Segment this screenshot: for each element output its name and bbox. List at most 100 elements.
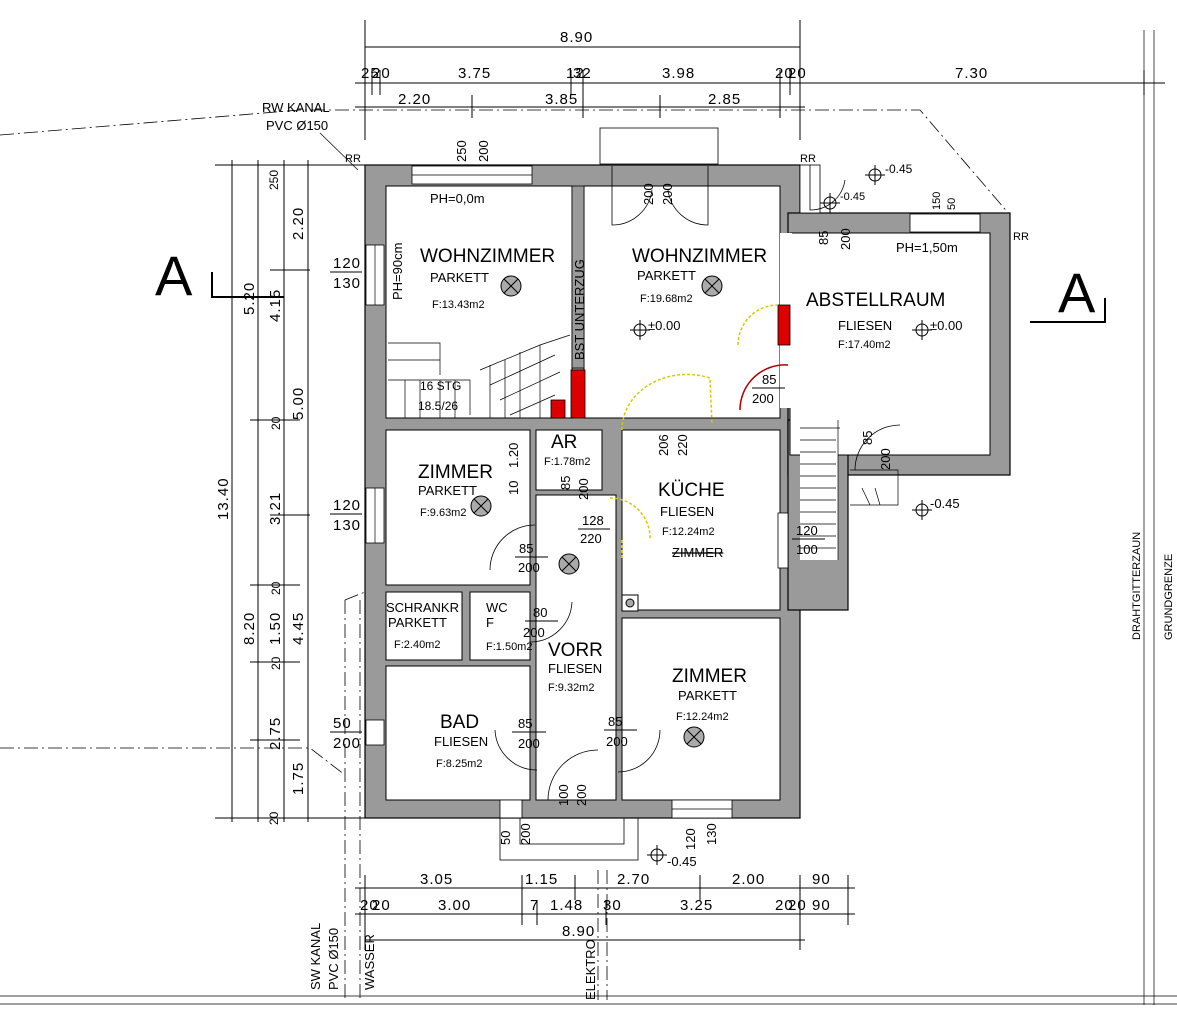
dim-top-220: 2.20	[398, 91, 431, 108]
dim-left-445: 4.45	[290, 612, 307, 645]
door-label-z1-h: 200	[518, 560, 540, 575]
door-label-ost-w: 85	[860, 431, 875, 445]
dim-top-25: 25	[361, 65, 380, 82]
entry-bot: 200	[518, 823, 533, 845]
dim-left-total: 13.40	[215, 477, 232, 520]
bottom-dimensions: 3.05 1.15 2.70 2.00 90 20 20 3.00 7 1.48…	[355, 871, 855, 950]
entry-top: 50	[498, 831, 513, 845]
room-floor-zimmer-se: PARKETT	[678, 688, 737, 703]
room-name-abstellraum: ABSTELLRAUM	[806, 290, 945, 311]
section-markers: A A	[155, 244, 1106, 324]
light-fixtures	[470, 275, 723, 748]
light-fixture-icon	[701, 275, 723, 297]
dim-bot-148: 1.48	[550, 897, 583, 914]
room-area-zimmer-se: F:12.24m2	[676, 711, 729, 723]
dim-left-20a: 20	[269, 416, 283, 430]
door-label-kueche-h: 220	[580, 531, 602, 546]
win-abst2-bot: 50	[946, 198, 958, 210]
dim-bot-325: 3.25	[680, 897, 713, 914]
dim-top-730: 7.30	[955, 65, 988, 82]
dim-left-415: 4.15	[267, 289, 284, 322]
rw-pvc-label: PVC Ø150	[266, 118, 328, 133]
section-label-right: A	[1058, 261, 1096, 324]
room-area-kueche: F:12.24m2	[662, 526, 715, 538]
door-label-wc-w: 80	[533, 605, 547, 620]
room-area-bad: F:8.25m2	[436, 758, 482, 770]
room-name-wc: WC	[486, 600, 508, 615]
door-top-w: 200	[641, 183, 656, 205]
left-dimensions: 13.40 5.20 8.20 2.20 4.15 5.00 3.21 1.50…	[215, 160, 365, 825]
light-fixture-icon	[500, 275, 522, 297]
dim-top-285: 2.85	[708, 91, 741, 108]
door-label-abst-w: 85	[762, 372, 776, 387]
room-area-schrankraum: F:2.40m2	[394, 639, 440, 651]
room-name-zimmer-se: ZIMMER	[672, 666, 747, 687]
dim-top-12: 12	[566, 65, 585, 82]
door-label-z2-h: 200	[606, 734, 628, 749]
windows	[365, 127, 981, 819]
win-left-3-top: 50	[333, 715, 352, 732]
win-left-2-bottom: 130	[333, 517, 361, 534]
doors	[489, 165, 901, 861]
dim-bot-total: 8.90	[562, 923, 595, 940]
room-floor-wohnzimmer-w: PARKETT	[430, 270, 489, 285]
level-ne2: -0.45	[840, 191, 865, 203]
dim-top-385: 3.85	[545, 91, 578, 108]
rw-kanal-label: RW KANAL	[262, 100, 330, 115]
dim-left-500: 5.00	[290, 387, 307, 420]
room-floor-vorraum: FLIESEN	[548, 661, 602, 676]
room-floor-abstellraum: FLIESEN	[838, 318, 892, 333]
room-area-wohnzimmer-w: F:13.43m2	[432, 299, 485, 311]
ph0-label: PH=0,0m	[430, 191, 485, 206]
door-label-wohn-w: 206	[656, 434, 671, 456]
win-left-1-bottom: 130	[333, 275, 361, 292]
dim-total-top: 8.90	[560, 29, 593, 46]
sw-pvc-label: PVC Ø150	[326, 928, 341, 990]
dim-left-20c: 20	[269, 656, 283, 670]
ph90-label: PH=90cm	[390, 243, 405, 300]
drahtgitterzaun-label: DRAHTGITTERZAUN	[1131, 532, 1143, 640]
top-dimensions: 8.90 25 20 3.75 12 32 3.98 20 20 7.30 2.…	[355, 20, 1165, 140]
room-schrankraum	[385, 591, 463, 661]
staircase: 16 STG 18.5/26	[388, 334, 899, 560]
door-top-h: 200	[660, 183, 675, 205]
door-label-bad-h: 200	[518, 736, 540, 751]
room-name-kueche: KÜCHE	[658, 480, 725, 501]
dim-bot-20b: 20	[372, 897, 391, 914]
boundary-lines	[0, 30, 1177, 1005]
rr-label-2: RR	[800, 153, 816, 165]
dim-top-20b: 20	[775, 65, 794, 82]
window-top-h: 200	[476, 140, 491, 162]
room-floor-wohnzimmer-e: PARKETT	[637, 268, 696, 283]
door-label-main-w: 100	[556, 784, 571, 806]
ph150-label: PH=1,50m	[896, 240, 958, 255]
dim-bot-20a: 20	[360, 897, 379, 914]
dim-top-375: 3.75	[458, 65, 491, 82]
dim-bot-200: 2.00	[732, 871, 765, 888]
room-floor-zimmer-nw: PARKETT	[418, 483, 477, 498]
dim-top-32: 32	[573, 65, 592, 82]
room-wohnzimmer-west	[385, 185, 573, 419]
grundgrenze-label: GRUNDGRENZE	[1163, 554, 1175, 640]
level-wohn: ±0.00	[648, 318, 680, 333]
room-area-vorraum: F:9.32m2	[548, 682, 594, 694]
dim-left-20b: 20	[269, 581, 283, 595]
room-floor-kueche: FLIESEN	[660, 504, 714, 519]
dim-bot-20c: 20	[775, 897, 794, 914]
door-label-bad-w: 85	[518, 716, 532, 731]
door-label-z1-w: 85	[519, 541, 533, 556]
win-left-2-top: 120	[333, 497, 361, 514]
dim-left-520: 5.20	[241, 282, 258, 315]
room-area-abstellraum: F:17.40m2	[838, 339, 891, 351]
door-label-main-h: 200	[574, 784, 589, 806]
level-markers: ±0.00 ±0.00 -0.45 -0.45 -0.45 -0.45	[630, 162, 962, 869]
section-label-left: A	[155, 244, 193, 307]
room-vorraum	[535, 494, 617, 801]
win-abst2-top: 150	[931, 192, 943, 210]
room-kueche	[621, 429, 781, 611]
light-fixture-icon	[558, 553, 580, 575]
room-zimmer-se	[621, 617, 781, 801]
door-label-wc-h: 200	[523, 625, 545, 640]
room-name-vorraum: VORR	[548, 640, 603, 661]
